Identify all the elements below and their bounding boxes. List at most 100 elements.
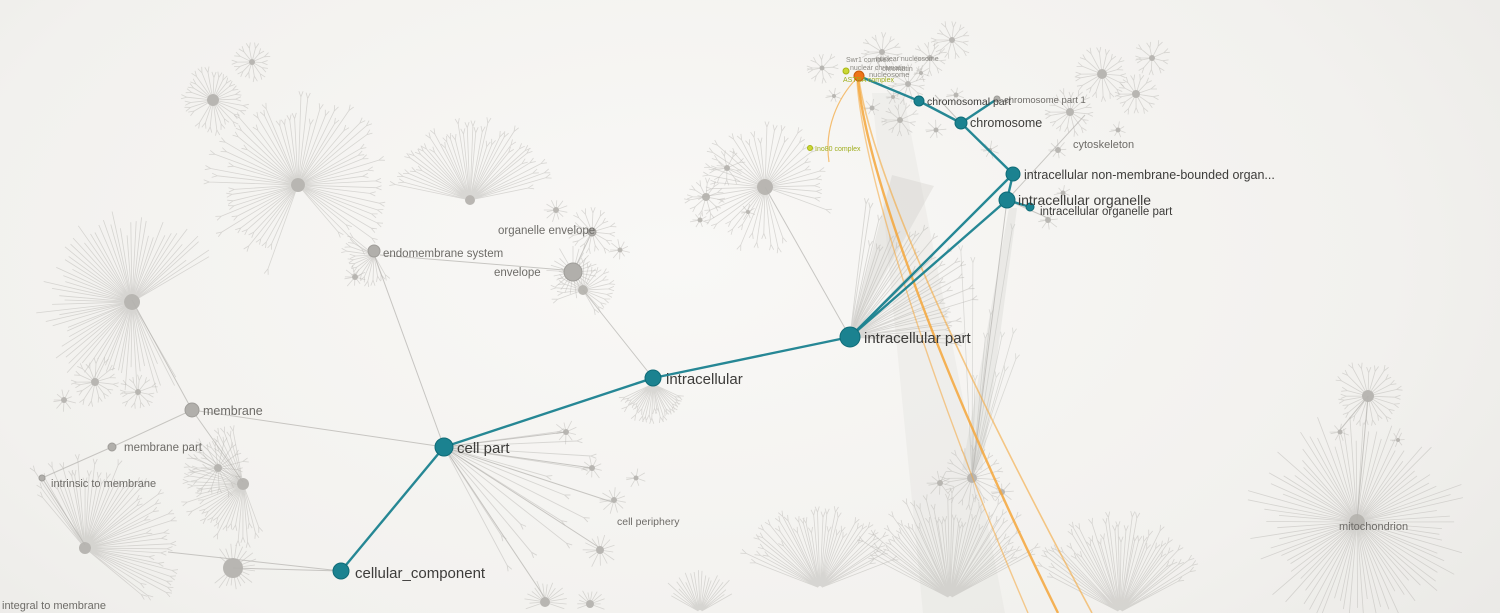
label-ino80_complex[interactable]: Ino80 complex [815, 146, 861, 153]
cluster-hub-node[interactable] [540, 597, 550, 607]
cluster-hub-node[interactable] [79, 542, 91, 554]
node-intrinsic_to_membrane[interactable] [38, 474, 46, 482]
cluster-hub-node[interactable] [879, 49, 885, 55]
label-cellular_component[interactable]: cellular_component [355, 565, 486, 582]
cluster-hub-node[interactable] [1097, 69, 1107, 79]
node-envelope[interactable] [563, 262, 583, 282]
label-intracellular_organelle[interactable]: intracellular organelle [1018, 192, 1151, 208]
cluster-hub-node[interactable] [135, 389, 141, 395]
cluster-hub-node[interactable] [1055, 147, 1061, 153]
cluster-hub-node[interactable] [291, 178, 305, 192]
cluster-hub-node[interactable] [124, 294, 140, 310]
label-envelope[interactable]: envelope [494, 267, 541, 279]
cluster-hub-node[interactable] [819, 65, 825, 71]
cluster-label[interactable]: nuclear nucleosome [876, 56, 939, 63]
cluster-hub-node[interactable] [352, 274, 358, 280]
node-chromosome_part[interactable] [993, 95, 1001, 103]
cluster-hub-node[interactable] [249, 59, 255, 65]
cluster-hub-node[interactable] [596, 546, 604, 554]
cluster-hub-node[interactable] [1149, 55, 1155, 61]
label-chromosomal_part[interactable]: chromosomal part [927, 96, 1011, 108]
cluster-label[interactable]: nuclear chromatin [850, 65, 906, 72]
node-chromosome[interactable] [954, 116, 968, 130]
node-intracellular_organelle_part[interactable] [1025, 202, 1035, 212]
cluster-hub-node[interactable] [869, 105, 875, 111]
node-intracellular_nmb_organelle[interactable] [1005, 166, 1021, 182]
label-intrinsic_to_membrane[interactable]: intrinsic to membrane [51, 478, 156, 490]
node-intracellular_organelle[interactable] [998, 191, 1016, 209]
cluster-hub-node[interactable] [1045, 217, 1051, 223]
cluster-hub-node[interactable] [891, 95, 895, 99]
node-cellular_component[interactable] [332, 562, 350, 580]
cluster-hub-node[interactable] [1396, 438, 1400, 442]
cluster-label[interactable]: nucleosome [869, 70, 909, 79]
cluster-hub-node[interactable] [905, 81, 911, 87]
cluster-hub-node[interactable] [937, 480, 943, 486]
cluster-label[interactable]: ASTRA complex [843, 77, 894, 84]
node-chromosomal_part[interactable] [913, 95, 925, 107]
cluster-hub-node[interactable] [1115, 127, 1121, 133]
label-membrane_part[interactable]: membrane part [124, 442, 203, 454]
label-membrane[interactable]: membrane [203, 404, 263, 418]
label-chromosome[interactable]: chromosome [970, 116, 1042, 130]
cluster-hub-node[interactable] [465, 195, 475, 205]
label-cell_part[interactable]: cell part [457, 440, 510, 457]
cluster-hub-node[interactable] [633, 475, 639, 481]
cluster-hub-node[interactable] [927, 55, 933, 61]
cluster-hub-node[interactable] [586, 600, 594, 608]
highlighted-edge [918, 99, 962, 125]
node-endomembrane_system[interactable] [367, 244, 381, 258]
node-membrane_part[interactable] [107, 442, 117, 452]
cluster-hub-node[interactable] [1337, 429, 1343, 435]
node-intracellular_part[interactable] [839, 326, 861, 348]
gray-edge [41, 446, 113, 479]
label-endomembrane_system[interactable]: endomembrane system [383, 248, 503, 260]
cluster-hub-node[interactable] [702, 193, 710, 201]
cluster-hub-node[interactable] [724, 165, 730, 171]
label-chromosome_part[interactable]: chromosome part 1 [1004, 95, 1086, 106]
cluster-label[interactable]: cytoskeleton [1073, 139, 1134, 151]
cluster-hub-node[interactable] [832, 94, 836, 98]
cluster-label[interactable]: chromatin [882, 66, 913, 73]
cluster-label[interactable]: Swr1 complex [846, 57, 890, 64]
highlighted-edge [443, 376, 654, 449]
cluster-fan [567, 207, 617, 254]
gray-edge [582, 289, 654, 379]
cluster-hub-node[interactable] [897, 117, 903, 123]
cluster-hub-node[interactable] [919, 71, 923, 75]
cluster-hub-node[interactable] [1060, 190, 1066, 196]
cluster-hub-node[interactable] [953, 92, 959, 98]
cluster-hub-node[interactable] [617, 247, 623, 253]
node-chromatin_green_node[interactable] [842, 67, 850, 75]
node-organelle_envelope[interactable] [587, 227, 597, 237]
node-ino80_complex[interactable] [807, 145, 813, 151]
label-organelle_envelope[interactable]: organelle envelope [498, 225, 595, 237]
cluster-hub-node[interactable] [91, 378, 99, 386]
node-cell_part[interactable] [434, 437, 454, 457]
cluster-hub-node[interactable] [237, 478, 249, 490]
label-intracellular[interactable]: intracellular [666, 371, 743, 388]
cluster-label[interactable]: mitochondrion [1339, 521, 1408, 533]
cluster-hub-node[interactable] [553, 207, 559, 213]
label-intracellular_nmb_organelle[interactable]: intracellular non-membrane-bounded organ… [1024, 168, 1275, 182]
cluster-hub-node[interactable] [1066, 108, 1074, 116]
node-intracellular[interactable] [644, 369, 662, 387]
label-intracellular_part[interactable]: intracellular part [864, 330, 972, 347]
cluster-hub-node[interactable] [611, 497, 617, 503]
node-membrane[interactable] [184, 402, 200, 418]
cluster-label[interactable]: cell periphery [617, 516, 680, 528]
label-intracellular_organelle_part[interactable]: intracellular organelle part [1040, 206, 1173, 218]
cluster-hub-node[interactable] [207, 94, 219, 106]
cluster-hub-node[interactable] [1132, 90, 1140, 98]
cluster-hub-node[interactable] [61, 397, 67, 403]
cluster-hub-node[interactable] [214, 464, 222, 472]
cluster-hub-node[interactable] [697, 217, 703, 223]
cluster-hub-node[interactable] [949, 37, 955, 43]
node-nucleosome_hub[interactable] [853, 70, 865, 82]
cluster-hub-node[interactable] [746, 210, 750, 214]
cluster-hub-node[interactable] [1349, 514, 1365, 530]
cluster-label[interactable]: integral to membrane [2, 600, 106, 612]
cluster-hub-node[interactable] [933, 127, 939, 133]
